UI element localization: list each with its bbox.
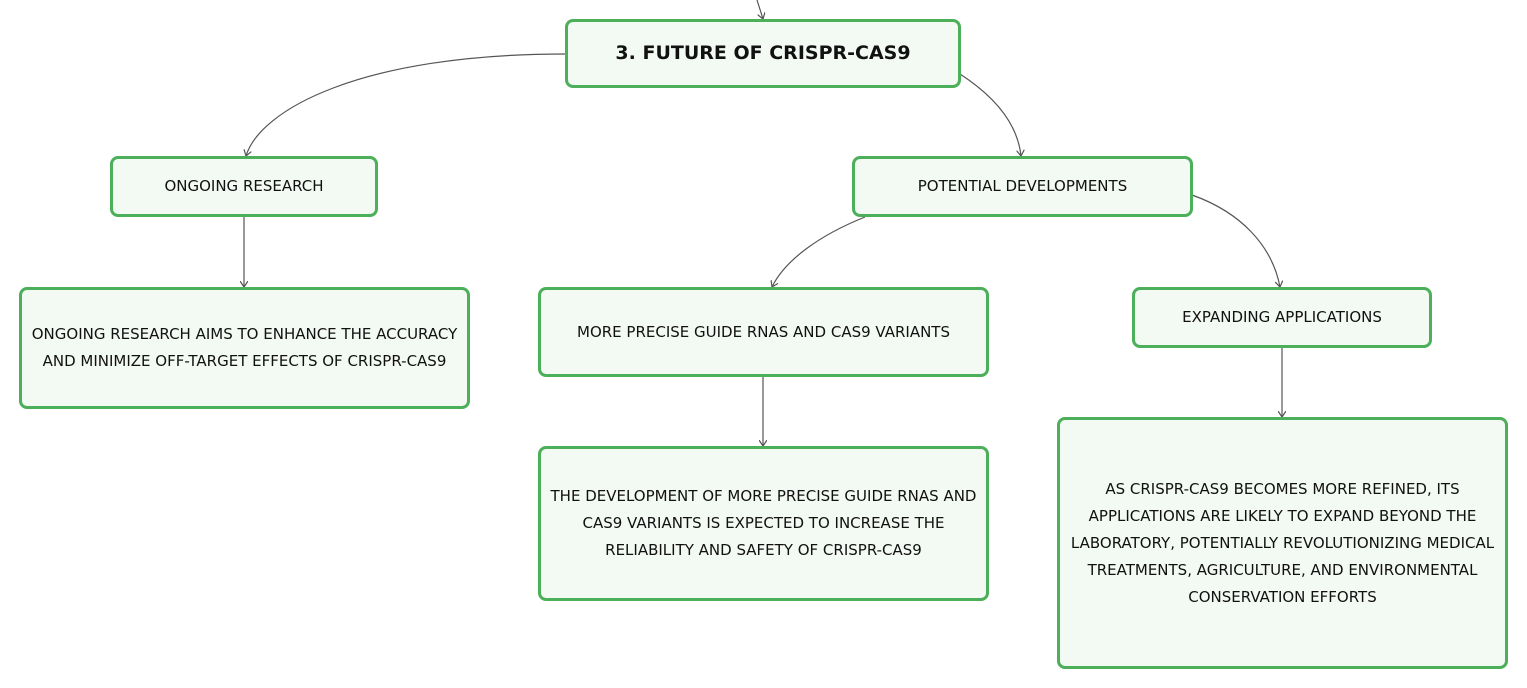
ongoing-research-detail-node[interactable]: ONGOING RESEARCH AIMS TO ENHANCE THE ACC… xyxy=(19,287,470,409)
connector-root-to-ongoing-research xyxy=(246,53,566,156)
guide-rnas-detail-text: THE DEVELOPMENT OF MORE PRECISE GUIDE RN… xyxy=(550,487,977,559)
ongoing-research-node[interactable]: ONGOING RESEARCH xyxy=(110,156,378,217)
ongoing-research-label: ONGOING RESEARCH xyxy=(164,177,324,195)
ongoing-research-detail-text: ONGOING RESEARCH AIMS TO ENHANCE THE ACC… xyxy=(31,325,458,370)
connector-incoming-root xyxy=(756,0,763,19)
guide-rnas-detail-node[interactable]: THE DEVELOPMENT OF MORE PRECISE GUIDE RN… xyxy=(538,446,989,601)
expanding-applications-detail-text: AS CRISPR-CAS9 BECOMES MORE REFINED, ITS… xyxy=(1070,479,1495,606)
guide-rnas-node[interactable]: MORE PRECISE GUIDE RNAS AND CAS9 VARIANT… xyxy=(538,287,989,377)
expanding-applications-label: EXPANDING APPLICATIONS xyxy=(1182,308,1382,326)
connector-root-to-potential-developments xyxy=(959,73,1021,156)
root-node[interactable]: 3. FUTURE OF CRISPR-CAS9 xyxy=(565,19,961,88)
expanding-applications-node[interactable]: EXPANDING APPLICATIONS xyxy=(1132,287,1432,348)
expanding-applications-detail-node[interactable]: AS CRISPR-CAS9 BECOMES MORE REFINED, ITS… xyxy=(1057,417,1508,669)
potential-developments-label: POTENTIAL DEVELOPMENTS xyxy=(917,177,1128,195)
potential-developments-node[interactable]: POTENTIAL DEVELOPMENTS xyxy=(852,156,1193,217)
connector-potential-developments-to-expanding-applications xyxy=(1191,194,1280,287)
guide-rnas-label: MORE PRECISE GUIDE RNAS AND CAS9 VARIANT… xyxy=(577,322,950,341)
root-node-label: 3. FUTURE OF CRISPR-CAS9 xyxy=(615,42,911,64)
connector-potential-developments-to-guide-rnas xyxy=(772,216,866,287)
